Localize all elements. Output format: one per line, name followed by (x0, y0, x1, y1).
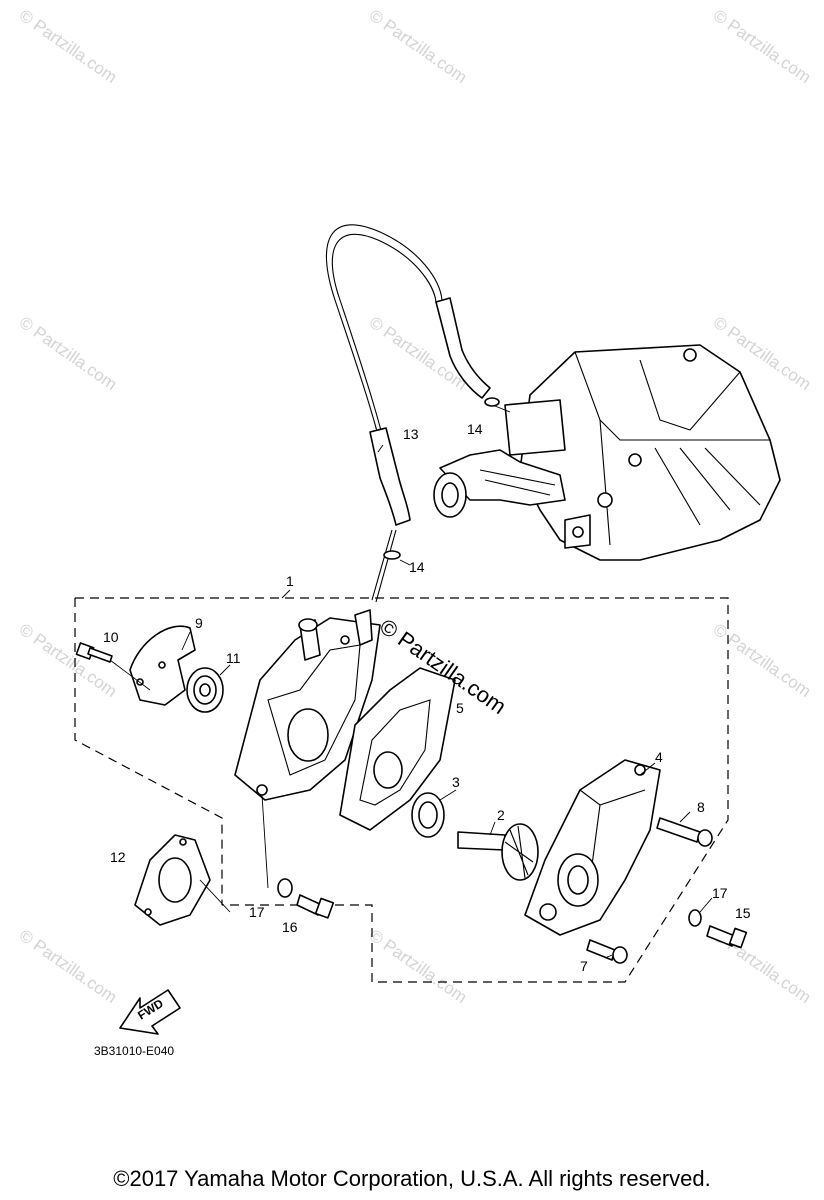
callout-11: 11 (226, 650, 241, 666)
leader-line (109, 659, 151, 691)
callout-16: 16 (282, 919, 298, 935)
pump-cover (524, 759, 661, 936)
callout-2: 2 (497, 807, 505, 823)
bolt (75, 642, 113, 663)
leader-line (439, 789, 457, 801)
hose-sleeve (369, 427, 411, 526)
seal (411, 792, 445, 838)
leader-line (399, 559, 411, 566)
callout-1: 1 (286, 573, 294, 589)
plate-hole (158, 661, 166, 669)
callout-14-lower: 14 (409, 559, 425, 575)
callout-9: 9 (195, 615, 203, 631)
leader-line (679, 811, 691, 823)
copyright-text: ©2017 Yamaha Motor Corporation, U.S.A. A… (113, 1166, 711, 1191)
callout-5: 5 (456, 700, 464, 716)
bolt (706, 925, 748, 949)
leader-line (261, 794, 269, 889)
pump-housing (234, 609, 381, 801)
callout-12: 12 (110, 849, 126, 865)
leader-line (377, 444, 384, 453)
leader-line (219, 664, 231, 676)
fwd-arrow-icon: FWD (119, 989, 181, 1035)
leader-line (281, 589, 291, 599)
hose-sleeve-upper (435, 297, 491, 399)
callout-14-upper: 14 (467, 421, 483, 437)
watermark: © Partzilla.com (366, 926, 471, 1007)
callout-17-right: 17 (712, 885, 728, 901)
callout-15: 15 (735, 905, 751, 921)
callout-17-left: 17 (249, 904, 265, 920)
callout-7: 7 (580, 958, 588, 974)
watermark: © Partzilla.com (710, 620, 815, 701)
leader-line (199, 879, 231, 913)
watermark: © Partzilla.com (710, 6, 815, 87)
bolt (296, 894, 335, 919)
washer (688, 909, 702, 927)
leader-line (604, 954, 613, 959)
callout-3: 3 (452, 774, 460, 790)
hose-clamp (383, 550, 401, 560)
leader-line (181, 631, 191, 651)
watermark: © Partzilla.com (16, 6, 121, 87)
bolt (656, 817, 713, 847)
callout-8: 8 (697, 799, 705, 815)
watermark: © Partzilla.com (366, 6, 471, 87)
bolt (586, 939, 628, 964)
leader-line (489, 821, 496, 836)
leader-line (639, 762, 656, 776)
bearing (186, 667, 224, 713)
washer (277, 878, 293, 898)
hose-clamp (484, 397, 500, 407)
callout-13: 13 (403, 426, 419, 442)
hose-loop (325, 224, 443, 601)
diagram-code: 3B31010-E040 (94, 1044, 174, 1058)
watermark: © Partzilla.com (16, 313, 121, 394)
gasket (339, 667, 456, 831)
leader-line (494, 405, 511, 413)
callout-10: 10 (103, 629, 119, 645)
impeller-shaft (457, 823, 539, 881)
callout-4: 4 (655, 749, 663, 765)
leader-line (699, 897, 713, 913)
hose-loop (331, 233, 437, 603)
gasket (134, 834, 211, 926)
watermark: © Partzilla.com (16, 926, 121, 1007)
air-box (433, 344, 781, 561)
assembly-boundary-dashed (74, 597, 729, 983)
